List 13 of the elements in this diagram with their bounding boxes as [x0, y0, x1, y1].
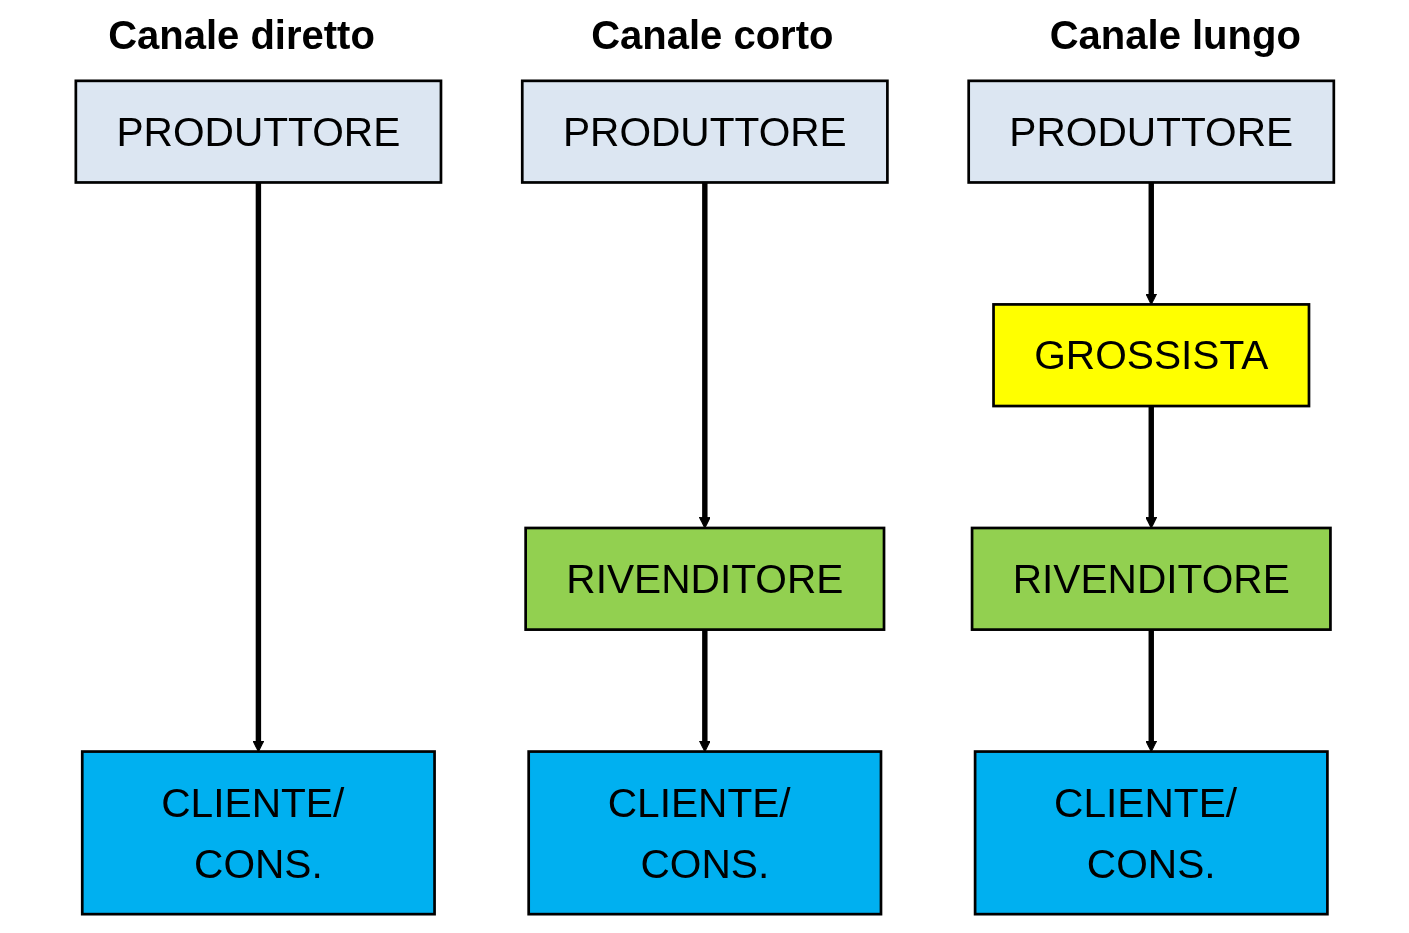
node-box: CLIENTE/ CONS.: [973, 750, 1329, 916]
node-box: RIVENDITORE: [970, 526, 1332, 631]
node-box: GROSSISTA: [991, 303, 1310, 408]
node-box: CLIENTE/ CONS.: [80, 750, 436, 916]
arrow: [1144, 182, 1157, 305]
column-heading: Canale corto: [591, 12, 834, 58]
node-box: PRODUTTORE: [520, 79, 889, 184]
node-box: PRODUTTORE: [74, 79, 442, 184]
column-heading: Canale lungo: [1049, 12, 1301, 58]
node-box: PRODUTTORE: [967, 79, 1335, 184]
node-box: RIVENDITORE: [523, 526, 886, 631]
column-heading: Canale diretto: [108, 12, 375, 58]
node-box: CLIENTE/ CONS.: [527, 750, 882, 916]
